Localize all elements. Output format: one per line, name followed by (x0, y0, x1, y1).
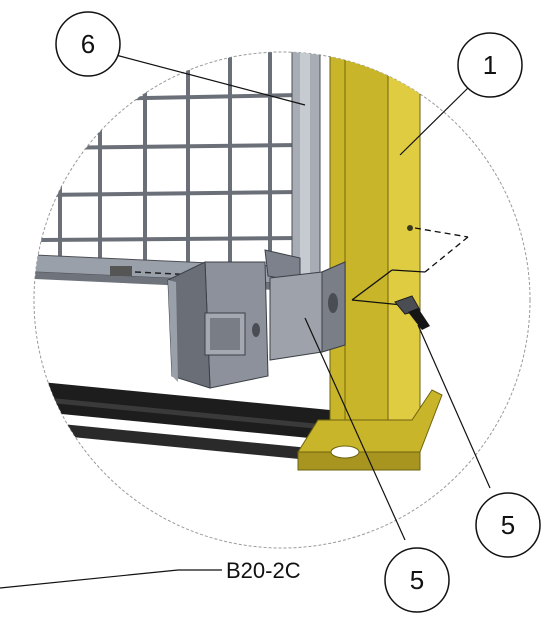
callout-label-5-bottom: 5 (410, 565, 424, 595)
drawing-code-label: B20-2C (226, 558, 301, 583)
callout-balloon-5-right: 5 (475, 492, 541, 558)
callout-balloon-5-bottom: 5 (384, 547, 450, 613)
post-bracket-plate (269, 261, 346, 361)
fixing-bolt (394, 295, 430, 330)
panel-vertical-frame (291, 52, 321, 291)
callout-label-1: 1 (483, 50, 497, 80)
callout-balloon-1: 1 (457, 32, 523, 98)
callout-label-6: 6 (81, 29, 95, 59)
floor-base-bar (34, 380, 330, 462)
assembly-guide-lines (351, 227, 469, 307)
leader-lines (0, 53, 491, 589)
bracket-clamp (167, 249, 301, 389)
callout-label-5-right: 5 (501, 510, 515, 540)
callout-balloon-6: 6 (55, 11, 121, 77)
